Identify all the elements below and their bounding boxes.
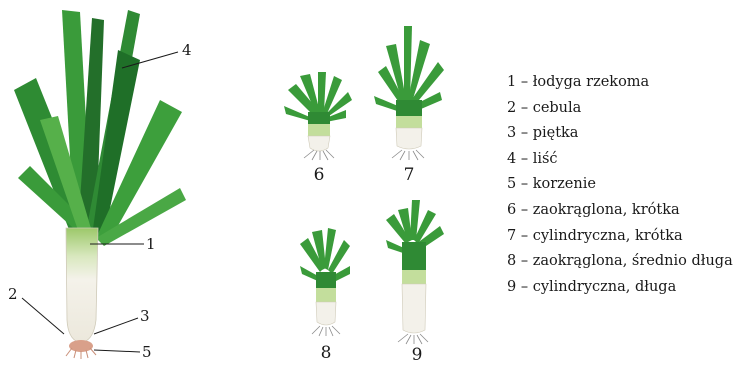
leek-leaves: [14, 10, 186, 246]
legend-item-6: 6 – zaokrąglona, krótka: [507, 198, 733, 224]
legend-item-8: 8 – zaokrąglona, średnio długa: [507, 249, 733, 275]
leek-root-plate: [69, 340, 93, 352]
legend-item-4: 4 – liść: [507, 147, 733, 173]
variety-8-drawing: [300, 228, 350, 336]
legend-item-5: 5 – korzenie: [507, 172, 733, 198]
callout-1: 1: [146, 236, 156, 252]
callout-2: 2: [8, 286, 18, 302]
figure-label-8: 8: [314, 344, 338, 362]
legend-item-2: 2 – cebula: [507, 96, 733, 122]
callout-5: 5: [142, 344, 152, 360]
legend-item-1: 1 – łodyga rzekoma: [507, 70, 733, 96]
figure-label-6: 6: [307, 166, 331, 184]
figure-label-7: 7: [397, 166, 421, 184]
legend-item-3: 3 – piętka: [507, 121, 733, 147]
figure-label-9: 9: [405, 346, 429, 364]
callout-4: 4: [182, 42, 192, 58]
variety-7-drawing: [374, 26, 444, 160]
variety-6-drawing: [284, 72, 352, 160]
legend-item-7: 7 – cylindryczna, krótka: [507, 224, 733, 250]
legend-item-9: 9 – cylindryczna, długa: [507, 275, 733, 301]
legend-list: 1 – łodyga rzekoma 2 – cebula 3 – piętka…: [507, 70, 733, 300]
callout-3: 3: [140, 308, 150, 324]
leek-stem: [66, 228, 98, 342]
variety-9-drawing: [386, 200, 444, 344]
